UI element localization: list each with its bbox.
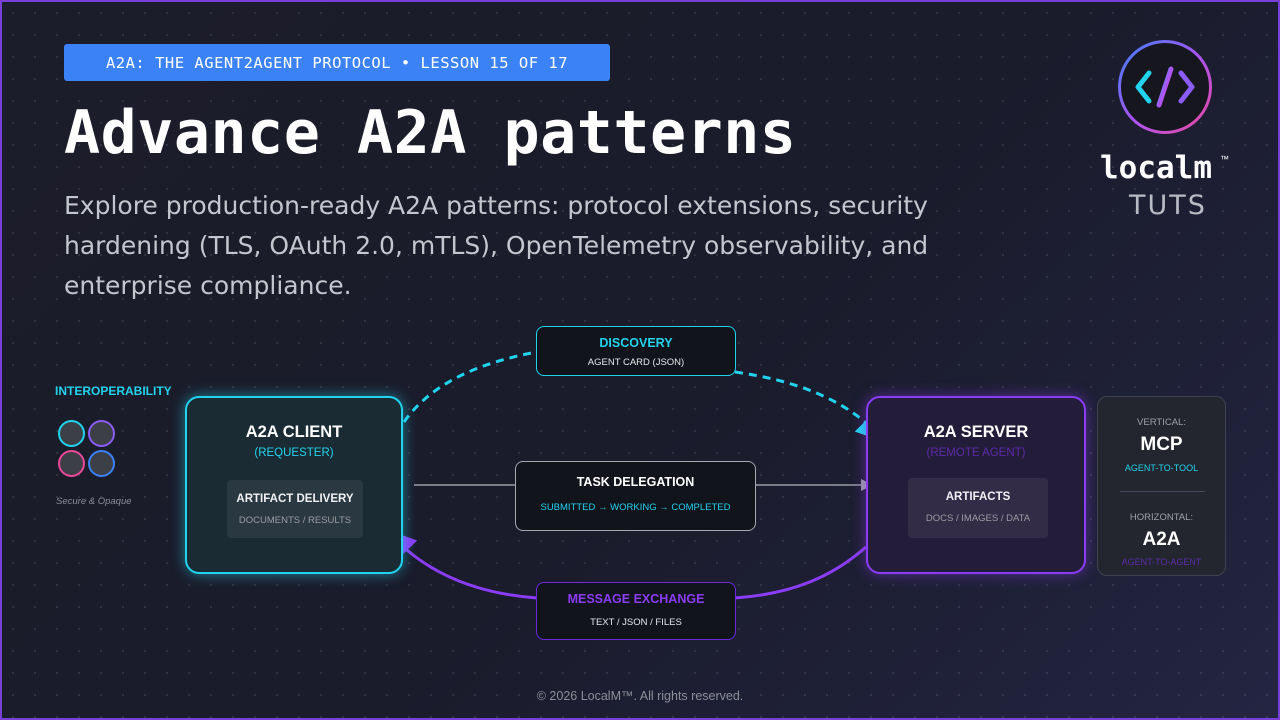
artifact-delivery-panel: ARTIFACT DELIVERY DOCUMENTS / RESULTS — [227, 480, 363, 538]
horizontal-value: A2A — [1142, 529, 1181, 550]
interoperability-caption: Secure & Opaque — [56, 496, 132, 507]
vertical-value: MCP — [1140, 434, 1183, 455]
client-subtitle: (REQUESTER) — [254, 447, 334, 459]
message-exchange-box: MESSAGE EXCHANGE TEXT / JSON / FILES — [536, 582, 736, 640]
task-delegation-title: TASK DELEGATION — [576, 475, 695, 489]
interop-dot-purple — [88, 420, 115, 447]
discovery-sub: AGENT CARD (JSON) — [587, 357, 685, 368]
logo-trademark: ™ — [1220, 154, 1229, 164]
interop-dot-blue — [88, 450, 115, 477]
protocol-layers-panel: VERTICAL: MCP AGENT-TO-TOOL HORIZONTAL: … — [1097, 396, 1226, 576]
server-subtitle: (REMOTE AGENT) — [926, 447, 1026, 459]
artifacts-panel: ARTIFACTS DOCS / IMAGES / DATA — [908, 478, 1048, 538]
interop-dot-cyan — [58, 420, 85, 447]
discovery-label-box: DISCOVERY AGENT CARD (JSON) — [536, 326, 736, 376]
side-divider — [1120, 491, 1205, 492]
page-subtitle: Explore production-ready A2A patterns: p… — [64, 191, 929, 300]
interoperability-label: INTEROPERABILITY — [55, 384, 172, 398]
server-title: A2A SERVER — [923, 423, 1029, 441]
horizontal-caption: AGENT-TO-AGENT — [1121, 557, 1202, 567]
vertical-label: VERTICAL: — [1137, 417, 1186, 428]
discovery-arrow-head — [734, 370, 887, 443]
message-arrow — [734, 545, 867, 600]
artifacts-title: ARTIFACTS — [945, 491, 1011, 503]
interop-dot-pink — [58, 450, 85, 477]
artifact-delivery-sub: DOCUMENTS / RESULTS — [238, 515, 352, 526]
a2a-server-box: A2A SERVER (REMOTE AGENT) ARTIFACTS DOCS… — [866, 396, 1086, 574]
logo-wordmark: localm — [1100, 150, 1212, 186]
artifacts-sub: DOCS / IMAGES / DATA — [925, 513, 1031, 524]
logo-code-icon — [1118, 40, 1212, 134]
client-title: A2A CLIENT — [245, 423, 343, 441]
a2a-client-box: A2A CLIENT (REQUESTER) ARTIFACT DELIVERY… — [185, 396, 403, 574]
discovery-arrow — [402, 350, 538, 423]
artifact-delivery-title: ARTIFACT DELIVERY — [236, 493, 354, 505]
discovery-title: DISCOVERY — [599, 336, 673, 350]
message-exchange-sub: TEXT / JSON / FILES — [590, 617, 682, 628]
logo-tagline: TUTS — [1129, 190, 1207, 221]
vertical-caption: AGENT-TO-TOOL — [1124, 463, 1199, 473]
message-arrow-head — [385, 529, 538, 600]
task-delegation-box: TASK DELEGATION SUBMITTED → WORKING → CO… — [515, 461, 756, 531]
task-delegation-sub: SUBMITTED → WORKING → COMPLETED — [540, 502, 731, 513]
message-exchange-title: MESSAGE EXCHANGE — [567, 592, 705, 606]
lesson-badge: A2A: THE AGENT2AGENT PROTOCOL • LESSON 1… — [64, 44, 610, 81]
page-title: Advance A2A patterns — [64, 98, 797, 168]
horizontal-label: HORIZONTAL: — [1129, 512, 1194, 523]
footer-copyright: © 2026 LocalM™. All rights reserved. — [536, 689, 744, 703]
